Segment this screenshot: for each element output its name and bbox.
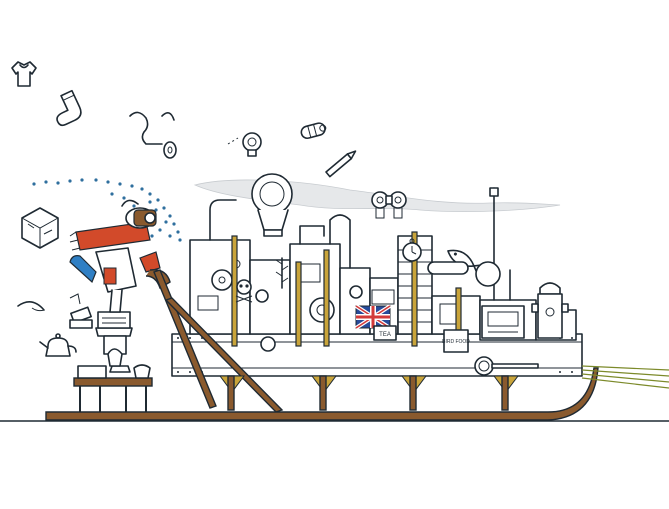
sock-icon xyxy=(56,89,82,127)
lever-poles xyxy=(153,269,284,413)
stove-icon xyxy=(481,305,525,339)
teapot-icon xyxy=(39,333,77,357)
toilet-icon xyxy=(251,173,293,237)
leaf-icon xyxy=(17,301,45,312)
plant-icon xyxy=(275,257,289,289)
binoculars-icon xyxy=(371,191,407,219)
clock-icon xyxy=(402,238,422,262)
bulb-icon xyxy=(227,132,262,157)
pencil-icon xyxy=(325,150,357,178)
machine-body xyxy=(171,187,583,377)
sausage-icon xyxy=(300,122,327,140)
sled-runner xyxy=(45,367,599,421)
tow-ropes xyxy=(581,365,669,389)
rope-ties xyxy=(219,375,519,393)
cube-box-icon xyxy=(21,207,59,249)
bird-food-box: BIRD FOOD xyxy=(442,329,470,353)
sweater-icon xyxy=(11,61,37,87)
skull-icon xyxy=(235,279,253,303)
union-jack-flag-icon xyxy=(354,304,392,330)
fire-hydrant-icon xyxy=(531,282,569,339)
sled-supports xyxy=(227,375,509,411)
plate-icon xyxy=(475,261,501,287)
tea-tin-label: TEA xyxy=(379,332,391,338)
banjo-icon xyxy=(474,356,539,376)
side-table xyxy=(73,364,153,418)
urn-pedestal xyxy=(95,311,133,367)
toilet-roll-icon xyxy=(129,111,177,159)
scarf xyxy=(75,221,151,251)
tea-tin: TEA xyxy=(373,325,397,341)
book-stack-icon xyxy=(69,293,93,329)
bird-food-label: BIRD FOOD xyxy=(442,339,470,345)
character xyxy=(69,199,171,313)
sausage-link-icon xyxy=(427,261,469,275)
